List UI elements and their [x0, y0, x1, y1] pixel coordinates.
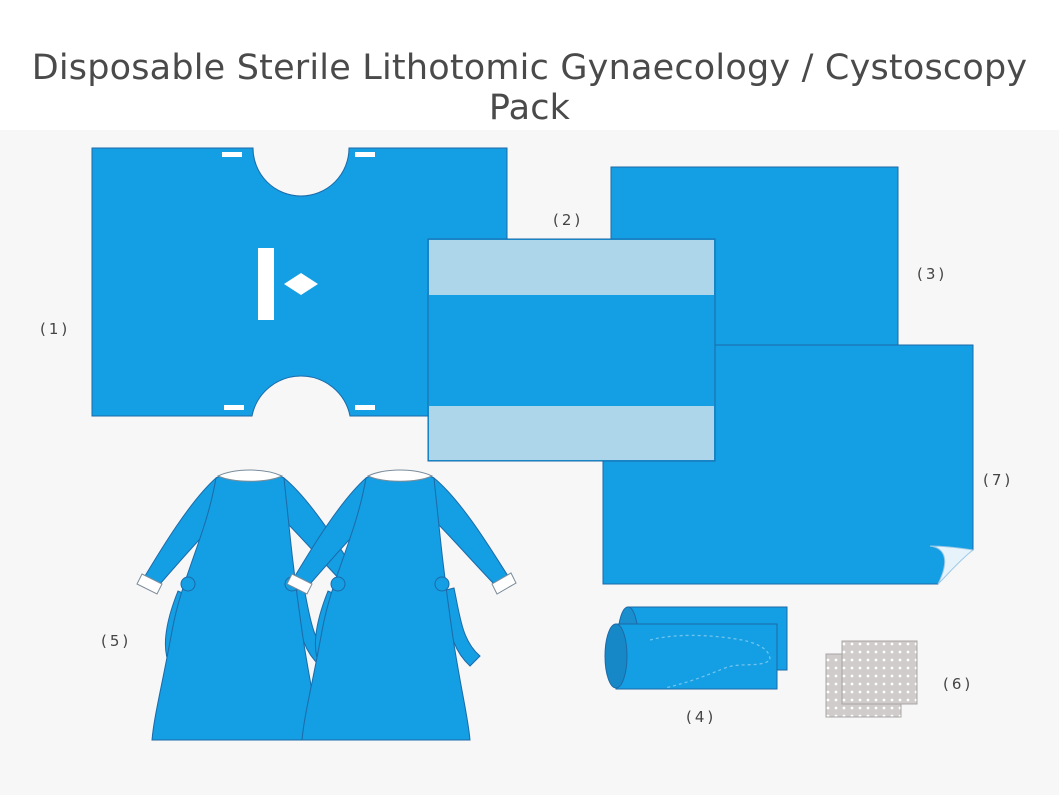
leggings-icon [604, 606, 788, 690]
table-cover-with-stripes-icon [427, 238, 716, 462]
item-label-1: (1) [40, 320, 71, 338]
item-label-2: (2) [553, 211, 584, 229]
item-label-7: (7) [983, 471, 1014, 489]
item-label-5: (5) [101, 632, 132, 650]
item-label-3: (3) [917, 265, 948, 283]
lithotomy-drape-icon [91, 147, 508, 417]
item-label-4: (4) [686, 708, 717, 726]
item-label-6: (6) [943, 675, 974, 693]
gauze-swabs-icon [825, 640, 918, 718]
header: Disposable Sterile Lithotomic Gynaecolog… [0, 0, 1059, 130]
surgical-gown-icon [136, 469, 517, 741]
page-title: Disposable Sterile Lithotomic Gynaecolog… [31, 48, 1028, 128]
